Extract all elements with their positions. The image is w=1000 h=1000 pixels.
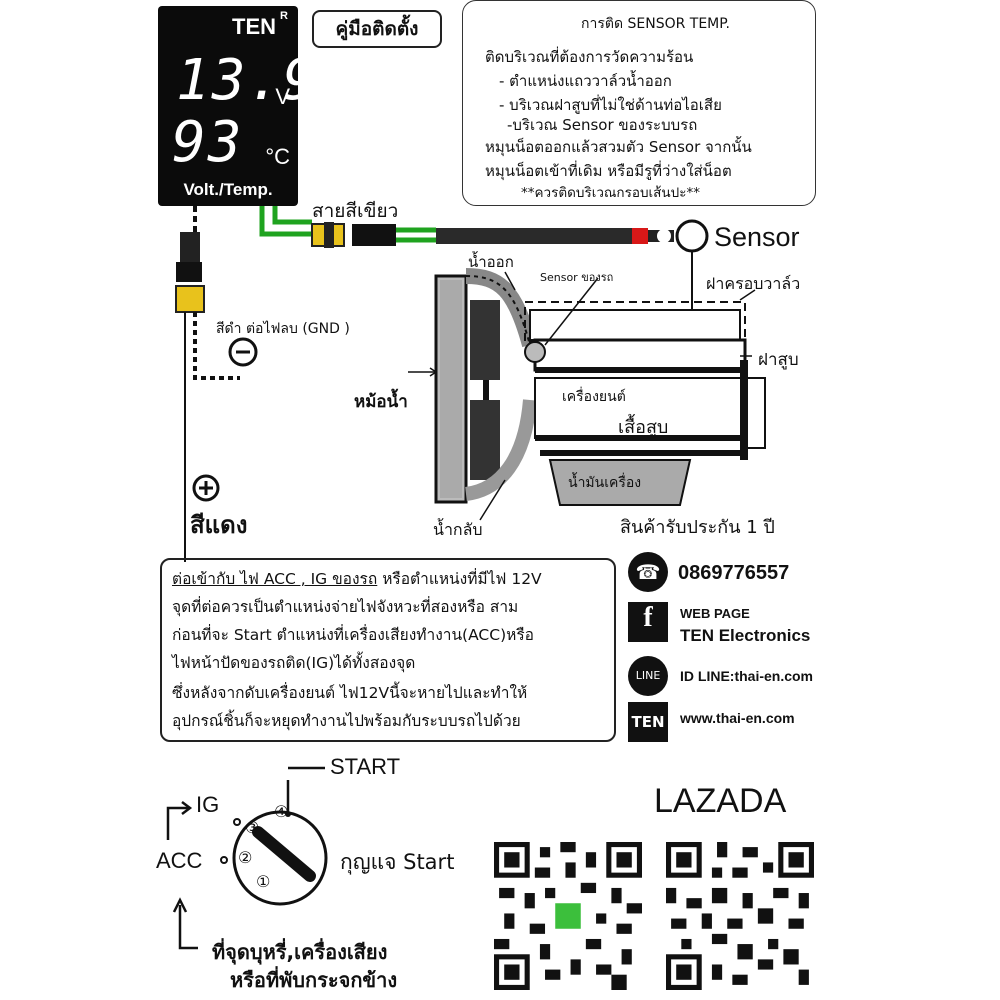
registered-mark: R xyxy=(280,10,288,22)
sensor-note-line: - ตำแหน่งแถววาล์วน้ำออก xyxy=(499,72,672,90)
meter-label: Volt./Temp. xyxy=(183,180,273,199)
water-out-label: น้ำออก xyxy=(468,253,514,271)
water-return-label: น้ำกลับ xyxy=(433,520,483,539)
meter-brand: TEN xyxy=(232,14,276,39)
start-label: START xyxy=(330,754,401,779)
temperature-readout: 93 xyxy=(172,110,244,175)
key-start-label: กุญแจ Start xyxy=(340,850,455,874)
voltage-unit: V xyxy=(275,84,290,109)
valve-cover-label: ฝาครอบวาล์ว xyxy=(706,274,801,293)
warranty-label: สินค้ารับประกัน 1 ปี xyxy=(620,517,775,538)
volt-temp-meter: R TEN 13.9 V 93 °C Volt./Temp. xyxy=(158,6,317,206)
cylinder-label: เสื้อสูบ xyxy=(618,417,669,438)
power-note-line-1: ต่อเข้ากับ ไฟ ACC , IG ของรถ หรือตำแหน่ง… xyxy=(172,566,542,591)
line-qr-code[interactable] xyxy=(494,842,642,990)
line-icon: LINE xyxy=(628,656,668,696)
sensor-install-note: การติด SENSOR TEMP. ติดบริเวณที่ต้องการว… xyxy=(462,0,816,206)
oil-label: น้ำมันเครื่อง xyxy=(568,475,642,491)
position-2: ② xyxy=(238,848,253,867)
green-wire-label: สายสีเขียว xyxy=(312,200,399,222)
black-wire-label: สีดำ ต่อไฟลบ (GND ) xyxy=(216,321,350,337)
sensor-note-line: หมุนน็อตเข้าที่เดิม หรือมีรูที่ว่างใส่น็… xyxy=(485,162,732,180)
car-sensor-label: Sensor ของรถ xyxy=(540,271,614,284)
power-note-line: ซึ่งหลังจากดับเครื่องยนต์ ไฟ12Vนี้จะหายไ… xyxy=(172,684,528,702)
ignition-note-1: ที่จุดบุหรี่,เครื่องเสียง xyxy=(212,940,388,964)
facebook-icon: f xyxy=(628,602,668,642)
power-note-line: ไฟหน้าปัดของรถติด(IG)ได้ทั้งสองจุด xyxy=(172,654,416,672)
sensor-note-line: ติดบริเวณที่ต้องการวัดความร้อน xyxy=(485,48,694,66)
sensor-label: Sensor xyxy=(714,222,800,252)
power-note-rest: หรือตำแหน่งที่มีไฟ 12V xyxy=(377,570,542,588)
web-page-name: TEN Electronics xyxy=(680,626,811,645)
cylinder-head-label: ฝาสูบ xyxy=(758,350,799,370)
position-3: ③ xyxy=(245,818,260,837)
sensor-note-line: หมุนน็อตออกแล้วสวมตัว Sensor จากนั้น xyxy=(485,138,752,156)
sensor-note-line: -บริเวณ Sensor ของระบบรถ xyxy=(507,116,698,134)
manual-title: คู่มือติดตั้ง xyxy=(312,10,442,48)
ten-logo: TEN xyxy=(628,702,668,742)
voltage-readout: 13.9 xyxy=(176,48,319,113)
phone-number: 0869776557 xyxy=(678,562,790,584)
ig-label: IG xyxy=(196,792,220,817)
acc-label: ACC xyxy=(156,848,203,873)
power-connection-note: ต่อเข้ากับ ไฟ ACC , IG ของรถ หรือตำแหน่ง… xyxy=(160,558,616,742)
sensor-note-line: **ควรติดบริเวณกรอบเส้นปะ** xyxy=(521,185,700,201)
lazada-label: LAZADA xyxy=(654,782,787,820)
lazada-qr-code[interactable] xyxy=(666,842,814,990)
phone-icon: ☎ xyxy=(628,552,668,592)
power-note-line: อุปกรณ์ชิ้นก็จะหยุดทำงานไปพร้อมกับระบบรถ… xyxy=(172,712,521,730)
sensor-note-title: การติด SENSOR TEMP. xyxy=(581,16,730,32)
position-1: ① xyxy=(256,872,271,891)
red-wire-label: สีแดง xyxy=(190,511,248,539)
power-note-line: จุดที่ต่อควรเป็นตำแหน่งจ่ายไฟจังหวะที่สอ… xyxy=(172,598,519,616)
website-url: www.thai-en.com xyxy=(680,710,795,726)
power-note-line: ก่อนที่จะ Start ตำแหน่งที่เครื่องเสียงทำ… xyxy=(172,626,534,644)
line-id: ID LINE:thai-en.com xyxy=(680,668,814,684)
engine-block-label: เครื่องยนต์ xyxy=(562,389,626,405)
temperature-unit: °C xyxy=(265,144,290,169)
ignition-note-2: หรือที่พับกระจกข้าง xyxy=(230,968,398,992)
power-note-underlined: ต่อเข้ากับ ไฟ ACC , IG ของรถ xyxy=(172,570,378,588)
sensor-note-line: - บริเวณฝาสูบที่ไม่ใช่ด้านท่อไอเสีย xyxy=(499,96,722,114)
web-page-label: WEB PAGE xyxy=(680,606,750,621)
radiator-label: หม้อน้ำ xyxy=(354,392,408,412)
position-4: ④ xyxy=(274,802,289,821)
